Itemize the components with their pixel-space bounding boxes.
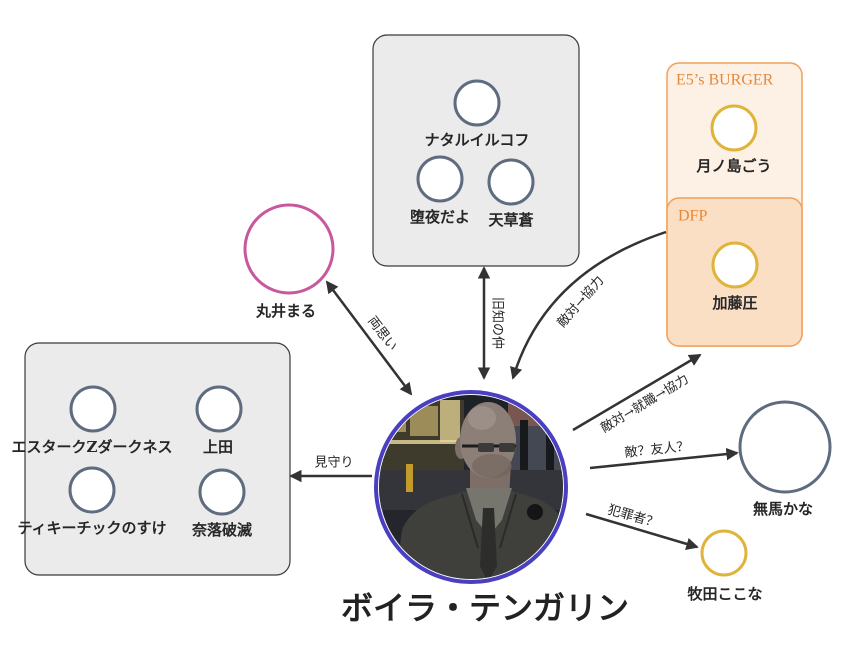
portrait-glasses-lens: [499, 443, 515, 452]
relation-arrow-muma: [589, 447, 739, 470]
relation-arrow-marui: [325, 280, 413, 396]
relation-label: 敵対→就職→協力: [598, 371, 692, 436]
portrait-pillar: [520, 420, 528, 480]
portrait-bollard: [406, 464, 413, 492]
member-name: エスタークZダークネス: [12, 438, 173, 456]
portrait-head-highlight: [468, 406, 496, 430]
org-title: DFP: [678, 208, 707, 225]
portrait-light-strip: [380, 440, 460, 444]
member-name: 月ノ島ごう: [695, 157, 771, 175]
center-character-name: ボイラ・テンガリン: [341, 589, 629, 627]
member-node: [711, 241, 759, 289]
group-box: [24, 342, 291, 576]
portrait-stubble: [472, 454, 512, 478]
person-name: 無馬かな: [753, 500, 813, 518]
member-name: ナタルイルコフ: [425, 131, 530, 149]
person-name: 丸井まる: [255, 302, 316, 320]
relation-label: 両思い: [364, 314, 399, 354]
member-node: [198, 468, 246, 516]
member-node: [68, 466, 116, 514]
member-node: [453, 79, 501, 127]
person-marui: 丸井まる: [243, 203, 335, 320]
group-old-acquaintances: ナタルイルコフ 堕夜だよ 天草蒼: [372, 34, 580, 267]
relation-arrow-makita: [585, 512, 699, 550]
portrait-lapel: [461, 493, 517, 549]
person-node: [700, 529, 748, 577]
portrait-window: [440, 400, 460, 442]
portrait-glasses-lens: [478, 443, 494, 452]
portrait-radio-mic: [527, 504, 543, 520]
person-node: [243, 203, 335, 295]
relation-arrow-dfp-to-center: [510, 230, 667, 380]
portrait-photo: [379, 395, 563, 579]
member-node: [416, 155, 464, 203]
member-name: 上田: [203, 438, 233, 456]
portrait-tie: [480, 508, 497, 579]
relation-arrow-center-to-dfp: [572, 353, 702, 432]
center-ring: [374, 390, 568, 584]
group-dfp: DFP 加藤圧: [666, 197, 803, 347]
group-box: [372, 34, 580, 267]
member-name: 加藤圧: [711, 294, 757, 312]
org-title: E5’s BURGER: [676, 72, 774, 89]
relation-label: 旧知の仲: [490, 297, 506, 349]
member-name: ティキーチックのすけ: [17, 519, 166, 537]
person-muma: 無馬かな: [738, 400, 832, 518]
group-watched-over: エスタークZダークネス 上田 ティキーチックのすけ 奈落破滅: [12, 342, 291, 576]
person-makita: 牧田ここな: [687, 529, 763, 603]
relation-label: 敵？友人？: [624, 438, 690, 461]
portrait-pillar: [546, 420, 554, 480]
relation-label: 見守り: [314, 456, 353, 471]
member-name: 奈落破滅: [191, 521, 252, 539]
member-node: [69, 385, 117, 433]
person-node: [738, 400, 832, 494]
member-name: 天草蒼: [488, 211, 533, 229]
member-node: [195, 385, 243, 433]
person-name: 牧田ここな: [687, 585, 762, 603]
member-node: [710, 104, 758, 152]
relation-label: 敵対→協力: [554, 273, 607, 331]
member-name: 堕夜だよ: [410, 208, 470, 226]
member-node: [487, 158, 535, 206]
